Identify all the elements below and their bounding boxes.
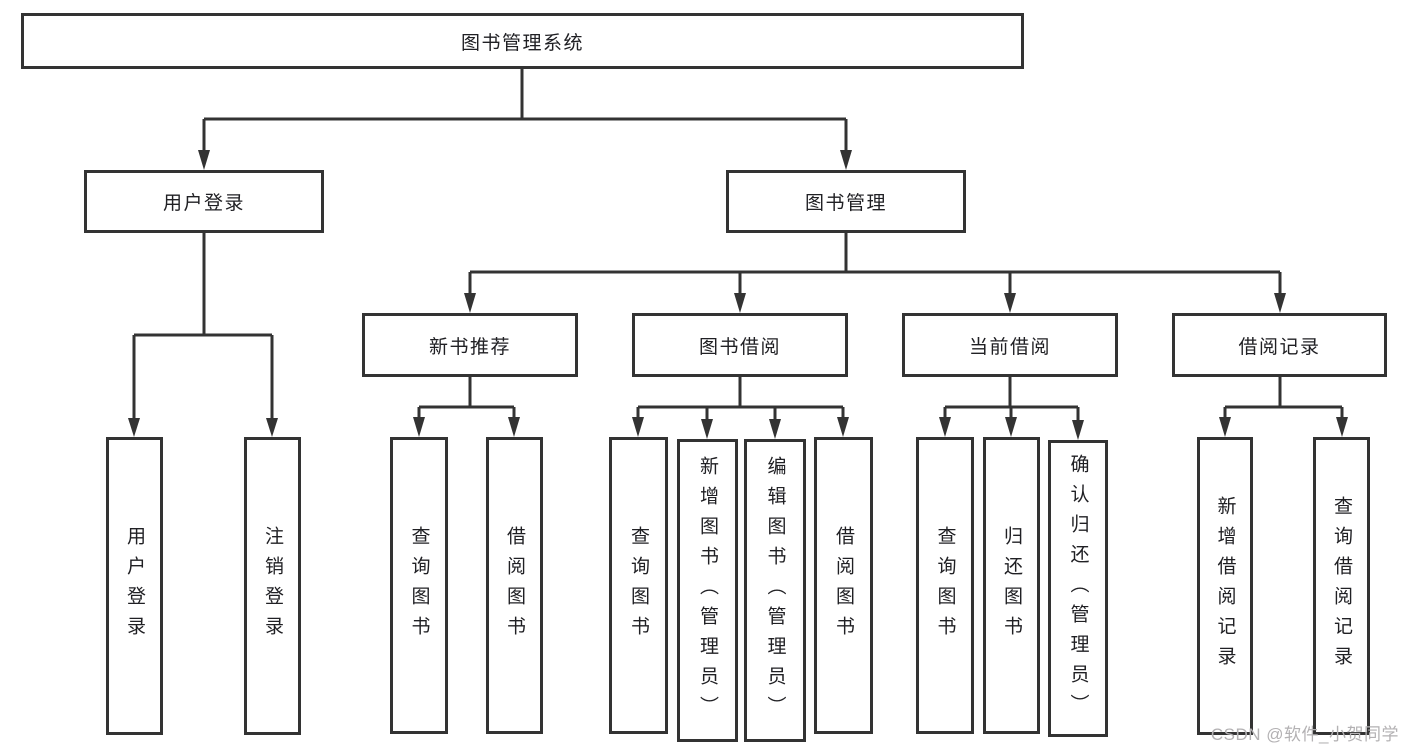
connector-user-login-to-leaves	[128, 233, 278, 437]
node-new-book-rec: 新书推荐	[362, 313, 578, 377]
leaf-add-borrow-record: 新增借阅记录	[1197, 437, 1253, 735]
arrowhead	[464, 293, 476, 313]
node-label: 查询图书	[934, 525, 956, 646]
node-label: 当前借阅	[968, 336, 1051, 358]
node-book-borrow: 图书借阅	[632, 313, 848, 377]
leaf-edit-books-admin: 编辑图书（管理员）	[744, 439, 806, 742]
leaf-return-books: 归还图书	[983, 437, 1040, 734]
node-label: 图书管理系统	[460, 32, 584, 54]
node-label: 图书管理	[804, 193, 887, 214]
node-label: 用户登录	[124, 526, 145, 646]
arrowhead	[837, 417, 849, 437]
node-book-mgmt: 图书管理	[726, 170, 966, 233]
arrowhead	[413, 417, 425, 437]
node-user-login: 用户登录	[84, 170, 324, 233]
leaf-query-books-1: 查询图书	[390, 437, 448, 734]
leaf-query-books-3: 查询图书	[916, 437, 974, 734]
node-label: 注销登录	[262, 526, 283, 646]
arrowhead	[128, 418, 140, 437]
node-label: 查询借阅记录	[1331, 496, 1352, 676]
leaf-query-books-2: 查询图书	[609, 437, 668, 734]
arrowhead	[939, 417, 951, 437]
node-label: 新增借阅记录	[1214, 496, 1236, 676]
arrowhead	[266, 418, 278, 437]
connector-root-to-level2	[198, 69, 852, 170]
leaf-confirm-return-admin: 确认归还（管理员）	[1048, 440, 1108, 737]
arrowhead	[1072, 420, 1084, 440]
node-root: 图书管理系统	[21, 13, 1024, 69]
node-current-borrow: 当前借阅	[902, 313, 1118, 377]
node-label: 编辑图书（管理员）	[764, 455, 786, 726]
arrowhead	[1274, 293, 1286, 313]
node-label: 用户登录	[162, 193, 245, 214]
node-label: 图书借阅	[698, 336, 781, 358]
leaf-logout: 注销登录	[244, 437, 301, 735]
arrowhead	[840, 150, 852, 170]
connector-book-mgmt-to-level3	[464, 233, 1286, 313]
node-label: 查询图书	[408, 525, 430, 646]
node-label: 借阅记录	[1238, 336, 1321, 358]
arrowhead	[198, 150, 210, 170]
connector-borrow-records-to-leaves	[1219, 377, 1348, 437]
connector-new-book-rec-to-leaves	[413, 377, 520, 437]
leaf-borrow-books-2: 借阅图书	[814, 437, 873, 734]
node-label: 借阅图书	[833, 525, 854, 646]
leaf-add-books-admin: 新增图书（管理员）	[677, 439, 738, 742]
connector-current-borrow-to-leaves	[939, 377, 1084, 440]
arrowhead	[1219, 417, 1231, 437]
node-label: 查询图书	[628, 525, 649, 646]
leaf-user-login: 用户登录	[106, 437, 163, 735]
node-label: 新书推荐	[428, 336, 511, 358]
arrowhead	[1005, 417, 1017, 437]
node-label: 确认归还（管理员）	[1067, 453, 1089, 724]
connector-book-borrow-to-leaves	[632, 377, 849, 439]
arrowhead	[769, 419, 781, 439]
leaf-borrow-books-1: 借阅图书	[486, 437, 543, 734]
arrowhead	[1004, 293, 1016, 313]
watermark-text: CSDN @软件_小贺同学	[1210, 725, 1399, 744]
leaf-query-borrow-record: 查询借阅记录	[1313, 437, 1370, 735]
arrowhead	[1336, 417, 1348, 437]
arrowhead	[701, 419, 713, 439]
node-label: 借阅图书	[504, 525, 525, 646]
node-borrow-records: 借阅记录	[1172, 313, 1387, 377]
arrowhead	[508, 417, 520, 437]
arrowhead	[632, 417, 644, 437]
node-label: 归还图书	[1001, 525, 1022, 646]
node-label: 新增图书（管理员）	[697, 455, 718, 726]
arrowhead	[734, 293, 746, 313]
